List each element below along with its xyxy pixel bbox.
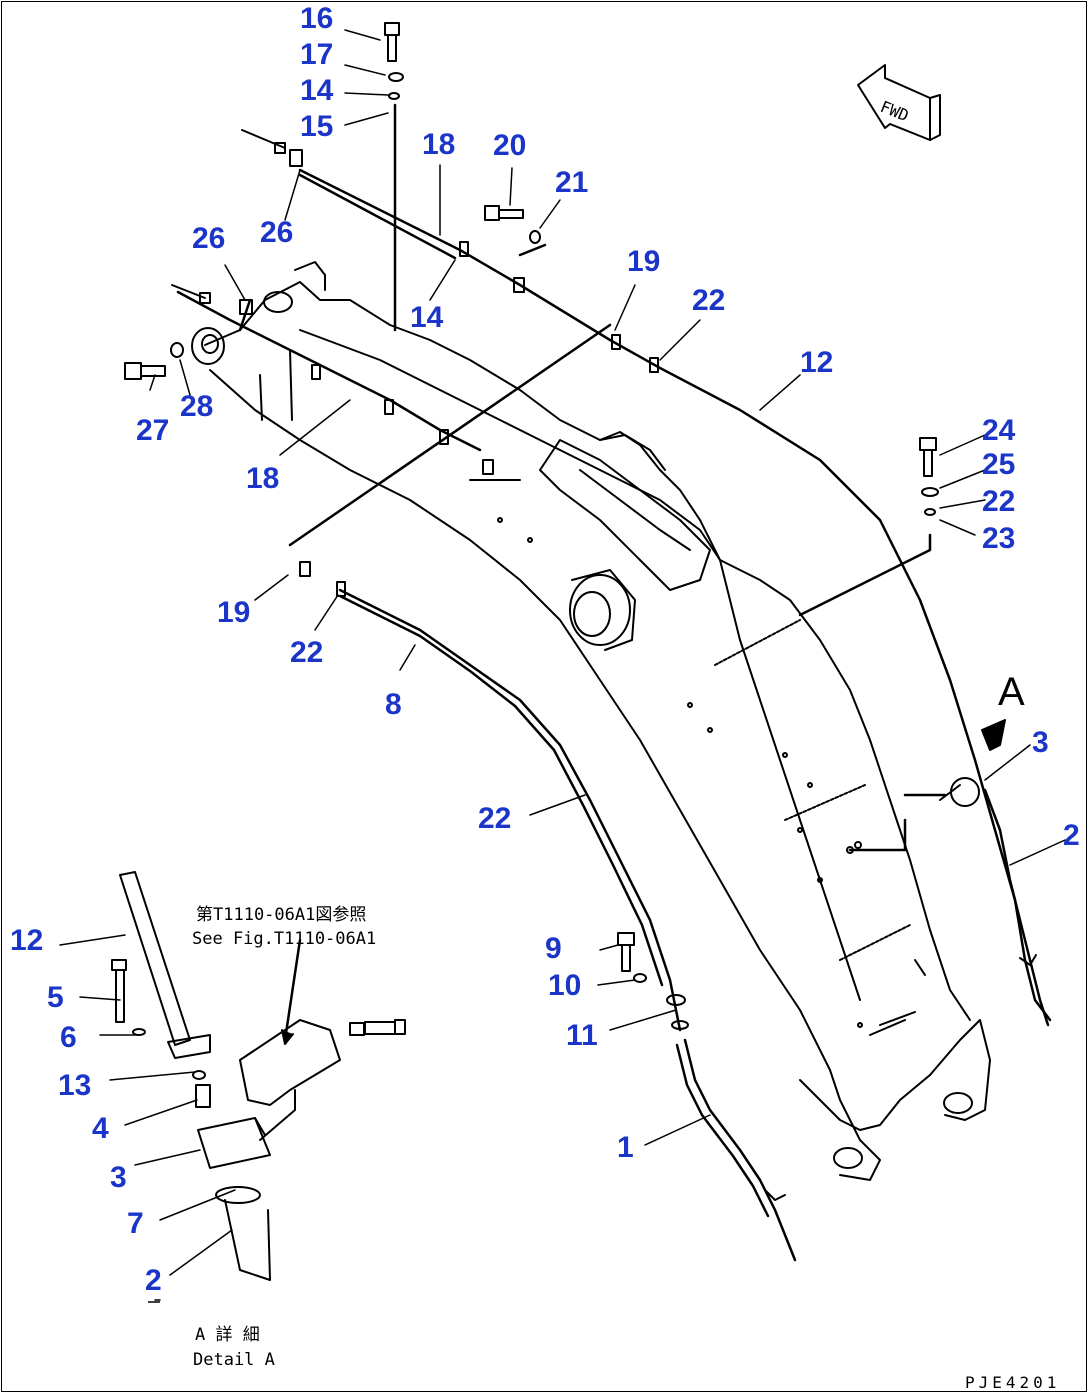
callout-17: 17 — [300, 38, 333, 71]
callout-20: 20 — [493, 129, 526, 162]
callout-28: 28 — [180, 390, 213, 423]
detail-a-view-arrow — [981, 719, 1006, 751]
callout-26: 26 — [260, 216, 293, 249]
callout-23: 23 — [982, 522, 1015, 555]
detail-a-assembly — [111, 871, 406, 1281]
callout-12: 12 — [800, 346, 833, 379]
callout-10: 10 — [548, 969, 581, 1002]
callout-4: 4 — [92, 1112, 109, 1145]
washer-28 — [170, 342, 184, 358]
detail-caption-en: Detail A — [193, 1350, 275, 1370]
washer-17 — [388, 72, 404, 82]
washer-10 — [633, 973, 647, 983]
callout-18: 18 — [246, 462, 279, 495]
callout-26: 26 — [192, 222, 225, 255]
callout-22: 22 — [692, 284, 725, 317]
callout-12: 12 — [10, 924, 43, 957]
washer-22 — [924, 508, 936, 516]
callout-9: 9 — [545, 932, 562, 965]
callout-22: 22 — [478, 802, 511, 835]
bolt-24 — [919, 437, 937, 477]
callout-11: 11 — [566, 1019, 598, 1052]
pipe-clamps — [299, 241, 1037, 1201]
callout-2: 2 — [145, 1264, 162, 1297]
callout-25: 25 — [982, 448, 1015, 481]
callout-21: 21 — [555, 166, 588, 199]
bolt-assembly-26-left — [171, 284, 253, 315]
hydraulic-pipes — [176, 103, 1052, 1262]
callout-16: 16 — [300, 2, 333, 35]
bolt-20 — [484, 205, 524, 221]
callout-19: 19 — [627, 245, 660, 278]
callout-6: 6 — [60, 1021, 77, 1054]
callout-19: 19 — [217, 596, 250, 629]
callout-layer: 16 17 14 15 18 20 21 26 26 14 19 22 12 2… — [10, 2, 1080, 1297]
callout-13: 13 — [58, 1069, 91, 1102]
forward-label: FWD — [878, 97, 912, 125]
bolt-9 — [617, 932, 635, 972]
washer-14 — [388, 92, 400, 100]
bolt-16 — [384, 22, 400, 62]
reference-note-jp: 第T1110-06A1図参照 — [196, 905, 366, 925]
detail-letter: A — [998, 670, 1025, 714]
callout-22: 22 — [982, 485, 1015, 518]
forward-arrow-symbol — [857, 64, 941, 141]
boom-body — [191, 261, 991, 1181]
callout-1: 1 — [617, 1131, 634, 1164]
callout-14: 14 — [410, 301, 444, 334]
callout-2: 2 — [1063, 819, 1080, 852]
callout-7: 7 — [127, 1207, 144, 1240]
callout-8: 8 — [385, 688, 402, 721]
callout-18: 18 — [422, 128, 455, 161]
bolt-27 — [124, 362, 166, 380]
washer-25 — [921, 487, 939, 497]
detail-caption-jp: A 詳 細 — [195, 1325, 260, 1345]
callout-24: 24 — [982, 414, 1016, 447]
callout-27: 27 — [136, 414, 169, 447]
callout-14: 14 — [300, 74, 334, 107]
callout-3: 3 — [110, 1161, 127, 1194]
bolt-assembly-26-top — [241, 129, 303, 167]
callout-leaders — [59, 29, 1066, 1301]
callout-22: 22 — [290, 636, 323, 669]
callout-3: 3 — [1032, 726, 1049, 759]
drawing-code: PJE4201 — [965, 1373, 1060, 1392]
reference-note-en: See Fig.T1110-06A1 — [192, 929, 376, 949]
callout-15: 15 — [300, 110, 333, 143]
washer-21 — [529, 230, 541, 244]
callout-5: 5 — [47, 981, 64, 1014]
